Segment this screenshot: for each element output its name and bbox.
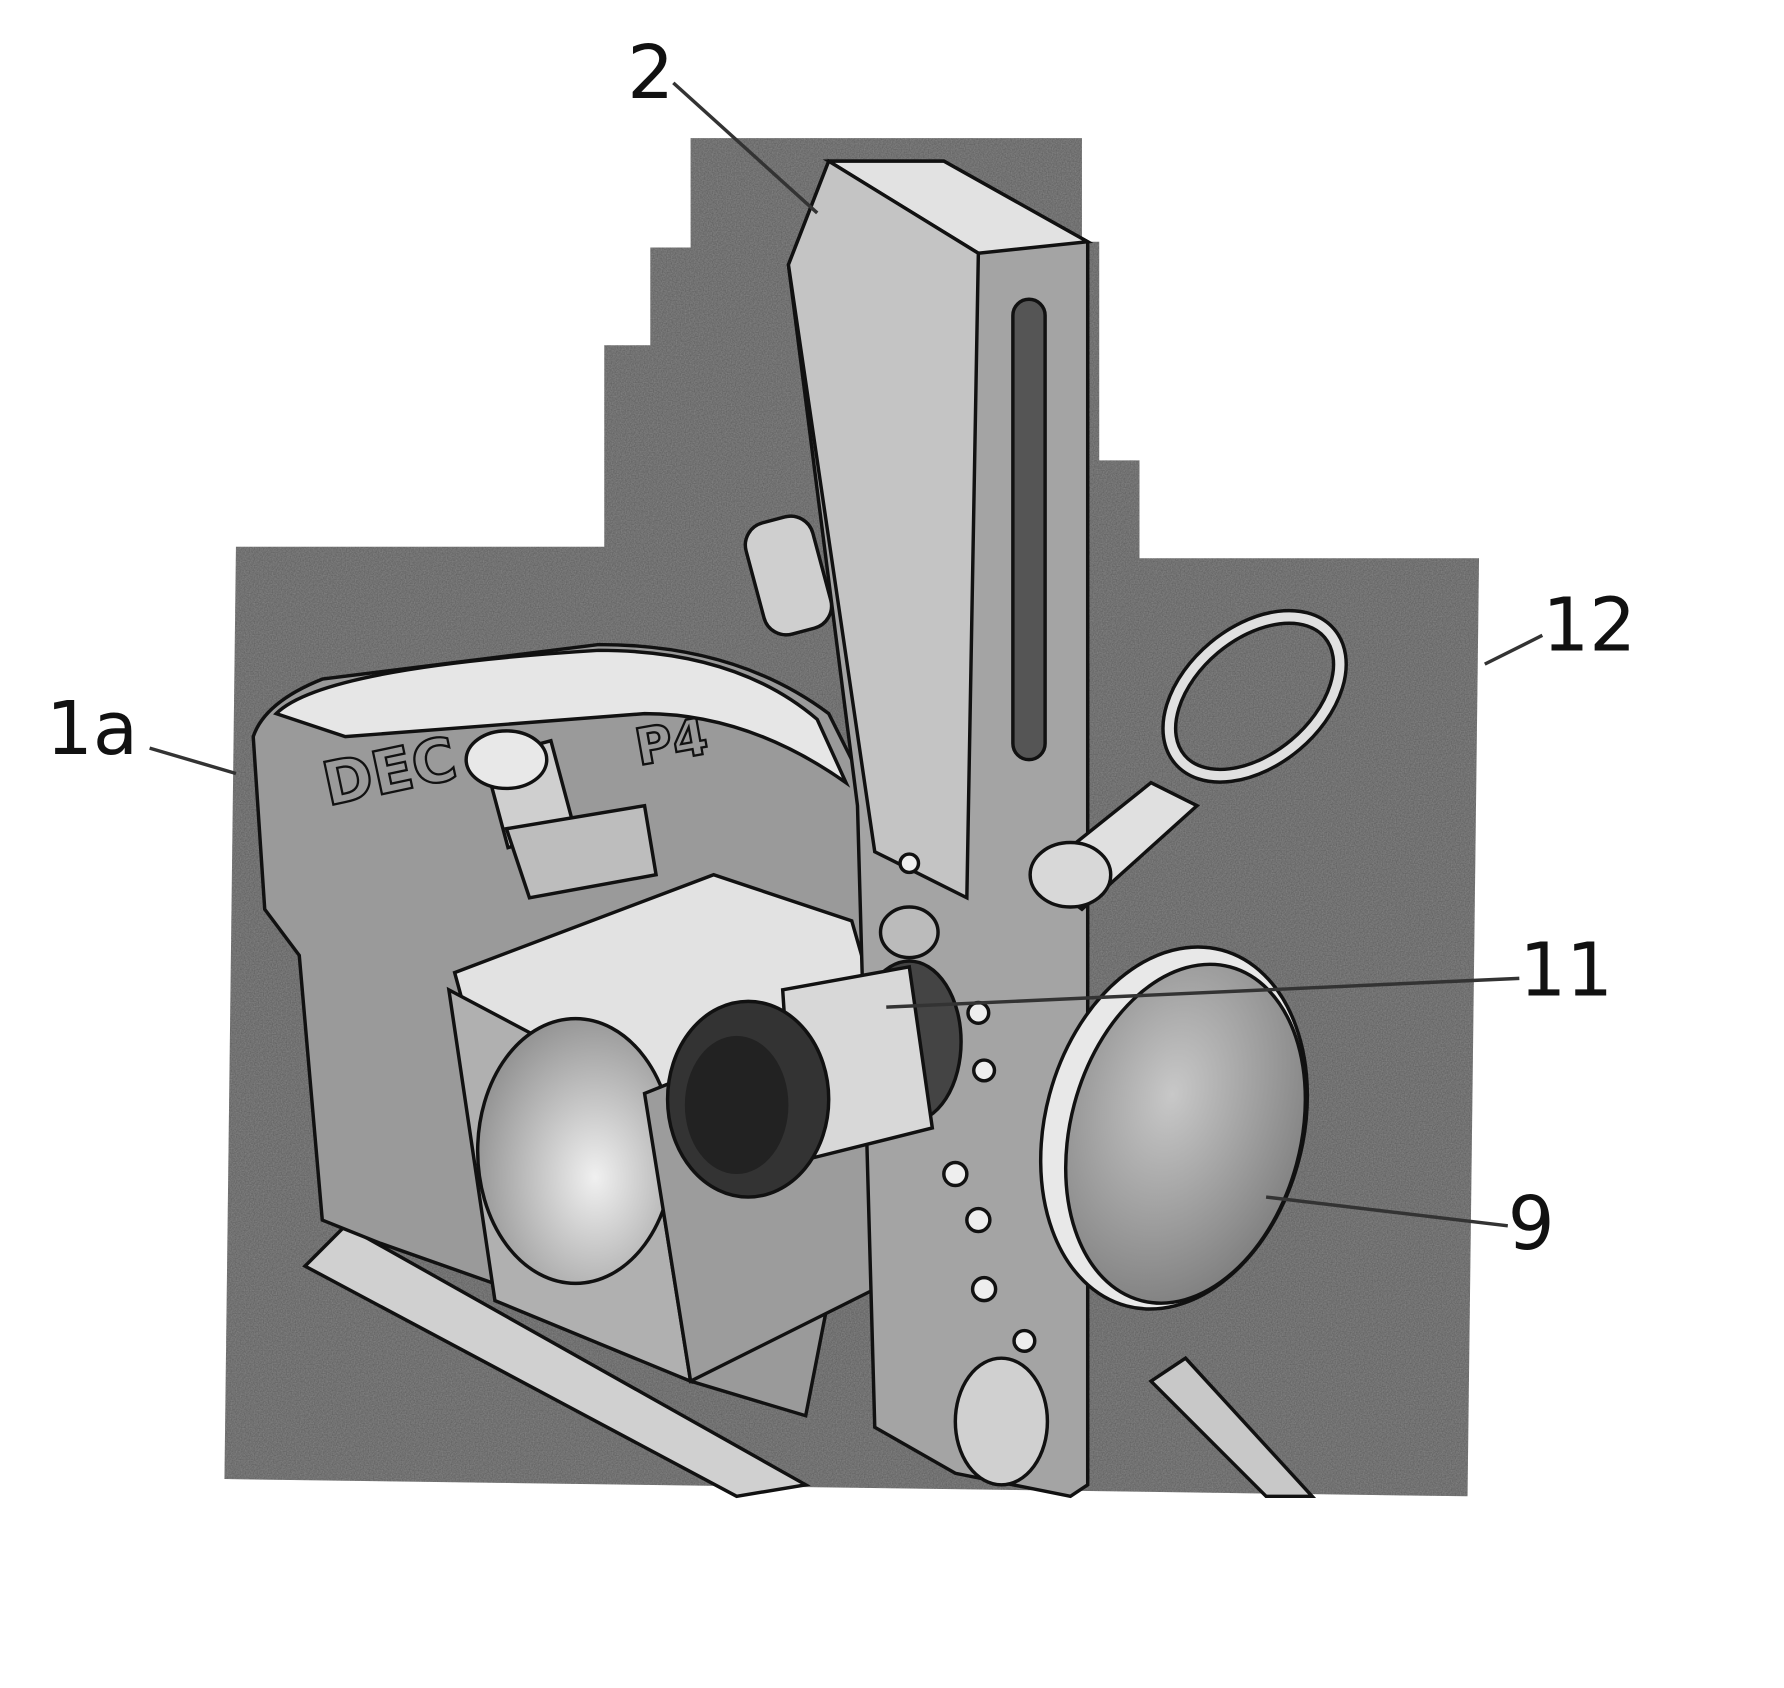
label-2: 2 (627, 31, 819, 215)
svg-text:12: 12 (1542, 583, 1636, 668)
label-9: 9 (1265, 1182, 1555, 1267)
tool-bar-2 (743, 158, 1094, 1499)
ring-pin-12 (1028, 608, 1348, 912)
label-11: 11 (886, 929, 1613, 1014)
svg-text:2: 2 (627, 31, 674, 116)
svg-text:11: 11 (1519, 929, 1613, 1014)
lower-rod (302, 1223, 1317, 1499)
reference-labels: 2 1a 12 11 9 (46, 31, 1636, 1267)
label-12: 12 (1484, 583, 1636, 668)
knob-11 (665, 905, 963, 1199)
svg-text:9: 9 (1508, 1182, 1555, 1267)
label-1a: 1a (46, 687, 237, 776)
disc-9 (1038, 945, 1310, 1311)
svg-text:1a: 1a (46, 687, 138, 772)
svg-text:P4: P4 (631, 707, 712, 778)
screw (464, 729, 659, 900)
slot (1011, 297, 1047, 762)
